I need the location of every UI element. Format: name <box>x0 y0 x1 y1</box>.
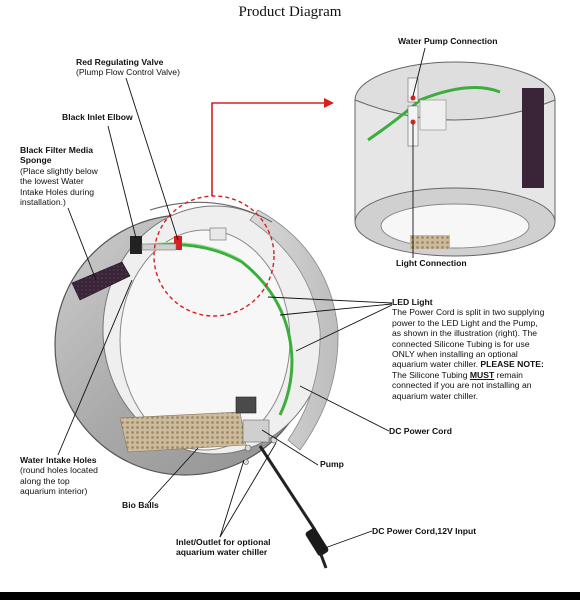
main-dc-plug <box>305 528 329 556</box>
label-water-intake-sub-1: (round holes located <box>20 465 98 476</box>
label-red-valve-title: Red Regulating Valve <box>76 57 164 67</box>
bottom-border-bar <box>0 592 580 600</box>
label-black-elbow: Black Inlet Elbow <box>62 112 133 122</box>
leader-led-3 <box>295 304 393 352</box>
main-red-valve-part <box>174 236 182 250</box>
label-led-note: PLEASE NOTE: <box>480 359 544 370</box>
leader-chiller-1 <box>219 459 245 538</box>
inset-bio-strip <box>410 235 450 249</box>
label-led-line-1: The Power Cord is split in two supplying <box>392 307 545 318</box>
label-red-valve: Red Regulating Valve (Plump Flow Control… <box>76 57 180 78</box>
label-light-conn: Light Connection <box>396 258 467 268</box>
main-box-part <box>209 227 227 241</box>
label-red-valve-sub: (Plump Flow Control Valve) <box>76 67 180 78</box>
inset-side-bracket <box>419 99 447 131</box>
label-filter-sponge: Black Filter Media Sponge (Place slightl… <box>20 145 98 207</box>
label-black-elbow-title: Black Inlet Elbow <box>62 112 133 122</box>
label-dc-power-cord: DC Power Cord <box>389 426 452 436</box>
main-unit <box>54 201 339 569</box>
leader-bio-balls <box>147 447 199 504</box>
main-filter-sponge <box>71 261 131 301</box>
label-led-line-6: aquarium water chiller. <box>392 359 478 370</box>
inset-dark-panel <box>522 88 544 188</box>
label-water-intake-title: Water Intake Holes <box>20 455 97 465</box>
inset-bottom-opening <box>380 203 530 249</box>
main-pipe-part <box>141 243 177 251</box>
main-chiller-fitting-1 <box>244 444 252 452</box>
label-filter-sponge-sub-2: the lowest Water <box>20 176 84 187</box>
main-bio-balls <box>119 411 247 453</box>
main-silicone-tubing <box>139 243 294 416</box>
main-tubing-highlight <box>141 242 243 261</box>
leader-led-1 <box>267 296 393 304</box>
label-chiller-title-1: Inlet/Outlet for optional <box>176 537 271 547</box>
label-led-line-6-wrap: aquarium water chiller. PLEASE NOTE: <box>392 359 544 369</box>
leader-dc-power <box>299 385 390 432</box>
label-chiller-title-2: aquarium water chiller <box>176 547 268 558</box>
detail-inset <box>354 61 556 257</box>
label-filter-sponge-sub-1: (Place slightly below <box>20 165 98 176</box>
label-led-line-5: ONLY when installing an optional <box>392 349 518 360</box>
main-black-elbow-part <box>130 236 142 254</box>
label-led-note-em: MUST <box>469 369 495 380</box>
label-pump: Pump <box>320 459 344 469</box>
label-water-intake: Water Intake Holes (round holes located … <box>20 455 98 497</box>
leader-water-pump-conn <box>412 47 426 97</box>
leader-filter-sponge <box>67 207 97 281</box>
label-filter-sponge-title-1: Black Filter Media <box>20 145 94 155</box>
main-pump-part <box>235 396 257 414</box>
diagram-title: Product Diagram <box>238 4 342 20</box>
label-led-note-line-3: aquarium water chiller. <box>392 390 478 401</box>
leader-black-elbow <box>107 125 137 239</box>
main-dc-plug-tip <box>318 551 328 569</box>
inset-pump-connector <box>407 77 419 103</box>
label-water-pump-conn-title: Water Pump Connection <box>398 36 498 46</box>
label-filter-sponge-sub-4: installation.) <box>20 197 66 208</box>
label-pump-title: Pump <box>320 459 344 469</box>
label-led-line-2: power to the LED Light and the Pump, <box>392 317 538 328</box>
label-led-line-3: as shown in the illustration (right). Th… <box>392 328 538 339</box>
label-light-conn-title: Light Connection <box>396 258 467 268</box>
leader-dc-12v <box>321 530 373 550</box>
label-led-line-4: connected Silicone Tubing is for use <box>392 338 530 349</box>
label-bio-balls-title: Bio Balls <box>122 500 159 510</box>
callout-zoom-circle <box>153 195 275 317</box>
main-led-band <box>249 209 339 451</box>
inset-red-marker-1 <box>410 95 416 101</box>
label-filter-sponge-title-2: Sponge <box>20 155 52 166</box>
callout-arrow-line <box>211 102 324 196</box>
leader-pump <box>261 429 319 466</box>
label-water-intake-sub-2: along the top <box>20 475 70 486</box>
leader-chiller-2 <box>219 442 277 538</box>
label-led-note-line-2: connected if you are not installing an <box>392 380 532 391</box>
label-bio-balls: Bio Balls <box>122 500 159 510</box>
label-water-pump-conn: Water Pump Connection <box>398 36 497 46</box>
leader-water-intake <box>57 279 133 456</box>
label-led-note-line-1: The Silicone Tubing MUST remain <box>392 370 544 380</box>
label-led-note-post: remain <box>494 369 523 380</box>
leader-led-2 <box>279 303 393 316</box>
leader-lines <box>57 47 426 550</box>
label-dc-12v-title: DC Power Cord,12V Input <box>372 526 477 536</box>
label-chiller: Inlet/Outlet for optional aquarium water… <box>176 537 271 558</box>
label-water-intake-sub-3: aquarium interior) <box>20 486 88 497</box>
label-led-light-title: LED Light <box>392 297 433 307</box>
label-led-note-pre: The Silicone Tubing <box>392 369 470 380</box>
callout-arrowhead <box>324 98 334 108</box>
inset-red-marker-2 <box>410 119 416 125</box>
label-led-light: LED Light The Power Cord is split in two… <box>392 297 544 401</box>
leader-red-valve <box>125 77 179 241</box>
label-dc-power-cord-title: DC Power Cord <box>389 426 453 436</box>
main-dc-cord <box>258 445 317 531</box>
main-pump-fittings <box>242 419 270 443</box>
label-filter-sponge-sub-3: Intake Holes during <box>20 186 95 197</box>
label-dc-12v: DC Power Cord,12V Input <box>372 526 476 536</box>
